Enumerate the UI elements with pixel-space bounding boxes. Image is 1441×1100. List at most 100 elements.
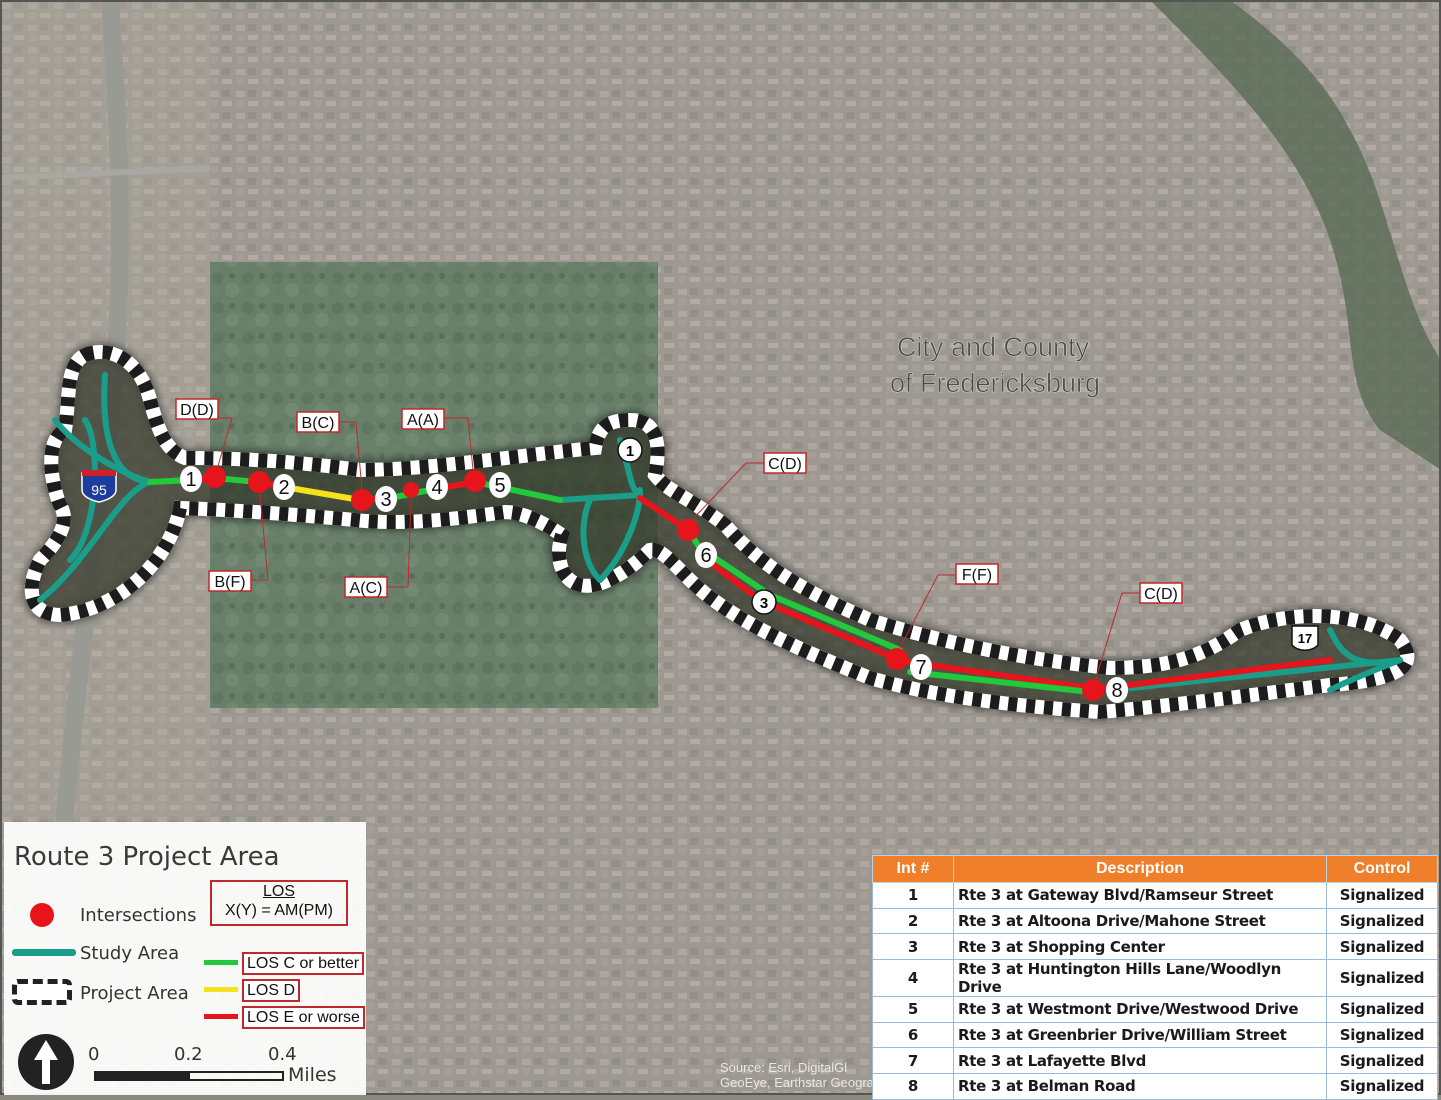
cell-num: 4: [872, 959, 954, 998]
los-format-box: LOS X(Y) = AM(PM): [210, 880, 348, 926]
cell-num: 6: [872, 1021, 954, 1049]
intersection-label-3: 3: [375, 486, 397, 512]
callout-int2: B(F): [208, 493, 269, 592]
intersection-dot[interactable]: [204, 466, 226, 488]
source-text-line2: GeoEye, Earthstar Geographics: [720, 1075, 905, 1090]
cell-control: Signalized: [1326, 882, 1438, 909]
place-label-line1: City and County: [897, 332, 1090, 362]
cell-desc: Rte 3 at Belman Road: [953, 1073, 1327, 1100]
svg-text:A(C): A(C): [350, 580, 383, 597]
study-area: [37, 372, 1403, 693]
legend-panel: Route 3 Project Area LOS X(Y) = AM(PM) I…: [4, 822, 366, 1095]
los-callouts: D(D) B(C) A(A) B(F) A(C) C(D) F(F) C(D): [175, 398, 1183, 679]
svg-text:1: 1: [185, 469, 196, 491]
north-arrow-icon: [18, 1034, 74, 1090]
los-format: X(Y) = AM(PM): [224, 902, 333, 919]
cell-control: Signalized: [1326, 959, 1438, 998]
header-control: Control: [1326, 855, 1438, 883]
intersection-dots: [204, 466, 1104, 701]
svg-text:95: 95: [91, 482, 107, 498]
callout-int1: D(D): [175, 398, 233, 467]
intersection-dot-icon: [30, 903, 54, 927]
scale-bar: [94, 1071, 284, 1081]
header-int: Int #: [872, 855, 954, 883]
intersection-label-5: 5: [489, 472, 511, 498]
intersection-dot[interactable]: [464, 470, 486, 492]
cell-num: 5: [872, 996, 954, 1023]
imagery-source-attribution: Source: Esri, DigitalGl GeoEye, Earthsta…: [720, 1060, 904, 1090]
scale-label-2: 0.4: [268, 1044, 297, 1065]
svg-text:6: 6: [700, 545, 711, 567]
cell-desc: Rte 3 at Gateway Blvd/Ramseur Street: [953, 882, 1327, 909]
intersection-label-7: 7: [910, 654, 932, 680]
intersection-dot[interactable]: [677, 519, 699, 541]
svg-text:D(D): D(D): [180, 402, 214, 419]
study-area-label: Study Area: [80, 943, 180, 964]
cell-control: Signalized: [1326, 1073, 1438, 1100]
cell-desc: Rte 3 at Altoona Drive/Mahone Street: [953, 907, 1327, 935]
cell-control: Signalized: [1326, 996, 1438, 1023]
svg-text:B(C): B(C): [302, 415, 335, 432]
cell-control: Signalized: [1326, 907, 1438, 935]
svg-text:3: 3: [380, 489, 391, 511]
route-1-shield-icon: 1: [617, 437, 643, 463]
cell-control: Signalized: [1326, 1047, 1438, 1075]
cell-num: 8: [872, 1073, 954, 1100]
svg-text:C(D): C(D): [1144, 586, 1178, 603]
svg-text:C(D): C(D): [768, 456, 802, 473]
header-description: Description: [953, 855, 1327, 883]
intersection-dot[interactable]: [403, 482, 419, 498]
legend-title: Route 3 Project Area: [14, 842, 280, 872]
callout-int4: A(C): [344, 499, 412, 598]
svg-text:5: 5: [494, 475, 505, 497]
callout-int7: F(F): [899, 563, 999, 649]
cell-num: 1: [872, 882, 954, 909]
cell-num: 2: [872, 907, 954, 935]
svg-text:3: 3: [760, 595, 768, 612]
svg-text:1: 1: [626, 443, 634, 460]
cell-desc: Rte 3 at Shopping Center: [953, 933, 1327, 961]
intersections-label: Intersections: [80, 905, 197, 926]
project-area-swatch: [12, 979, 72, 1005]
los-bad-swatch: [204, 1014, 238, 1019]
callout-int8: C(D): [1095, 582, 1183, 679]
los-good-swatch: [204, 960, 238, 965]
los-header: LOS: [262, 883, 295, 900]
source-text-line1: Source: Esri, DigitalGl: [720, 1060, 848, 1075]
interstate-95-shield-icon: 95: [81, 470, 117, 503]
svg-text:A(A): A(A): [407, 412, 439, 429]
place-label-line2: of Fredericksburg: [890, 368, 1100, 398]
callout-int5: A(A): [401, 408, 474, 471]
intersection-dot[interactable]: [248, 471, 270, 493]
intersection-dot[interactable]: [886, 648, 908, 670]
los-d-label: LOS D: [242, 979, 301, 1002]
cell-desc: Rte 3 at Huntington Hills Lane/Woodlyn D…: [953, 959, 1327, 998]
intersection-label-1: 1: [180, 466, 202, 492]
intersection-label-2: 2: [273, 474, 295, 500]
cell-desc: Rte 3 at Greenbrier Drive/William Street: [953, 1021, 1327, 1049]
intersection-dot[interactable]: [1082, 679, 1104, 701]
los-bad-label: LOS E or worse: [242, 1006, 365, 1029]
cell-desc: Rte 3 at Lafayette Blvd: [953, 1047, 1327, 1075]
svg-text:7: 7: [915, 657, 926, 679]
intersection-dot[interactable]: [351, 489, 373, 511]
los-d-swatch: [204, 987, 238, 992]
project-area-outline: [24, 345, 1415, 720]
callout-int3: B(C): [296, 411, 363, 491]
river: [1150, 0, 1441, 470]
scale-unit: Miles: [288, 1064, 337, 1086]
svg-text:B(F): B(F): [214, 574, 245, 591]
study-area-swatch: [12, 949, 76, 956]
us-17-shield-icon: 17: [1291, 625, 1319, 651]
table-header-row: Int # Description Control: [872, 855, 1438, 883]
